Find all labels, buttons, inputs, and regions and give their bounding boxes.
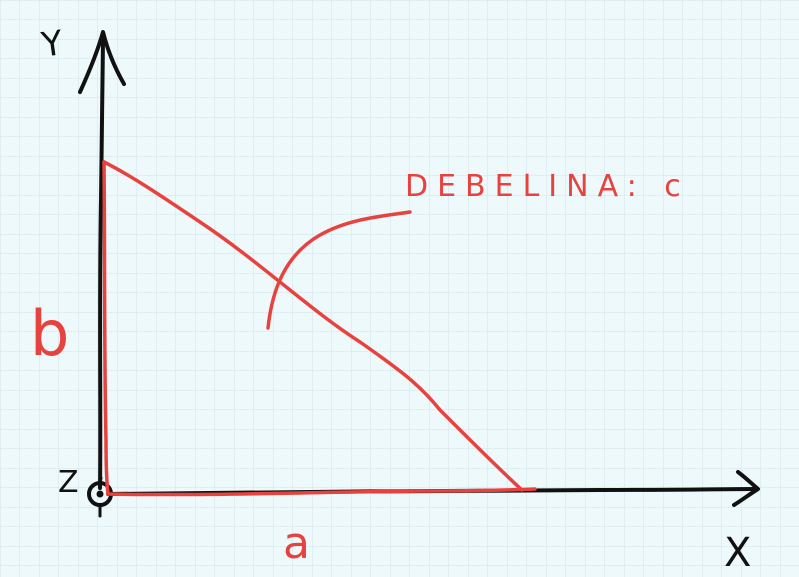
z-axis-label: Z [58,465,79,500]
x-axis-arrowhead [732,470,760,507]
annotation-label: DEBELINA: c [405,169,690,204]
triangle-hypotenuse [102,160,524,492]
x-axis-label: X [724,530,751,576]
triangle-side-b [102,160,110,496]
y-axis-arrowhead [78,30,126,94]
side-b-label: b [30,297,69,370]
triangle-side-a [106,487,537,497]
z-axis-tick-top [98,476,103,485]
side-a-label: a [283,518,310,569]
y-axis-line [98,38,105,490]
annotation-leader-line [266,210,412,330]
z-axis-dot [96,490,104,498]
